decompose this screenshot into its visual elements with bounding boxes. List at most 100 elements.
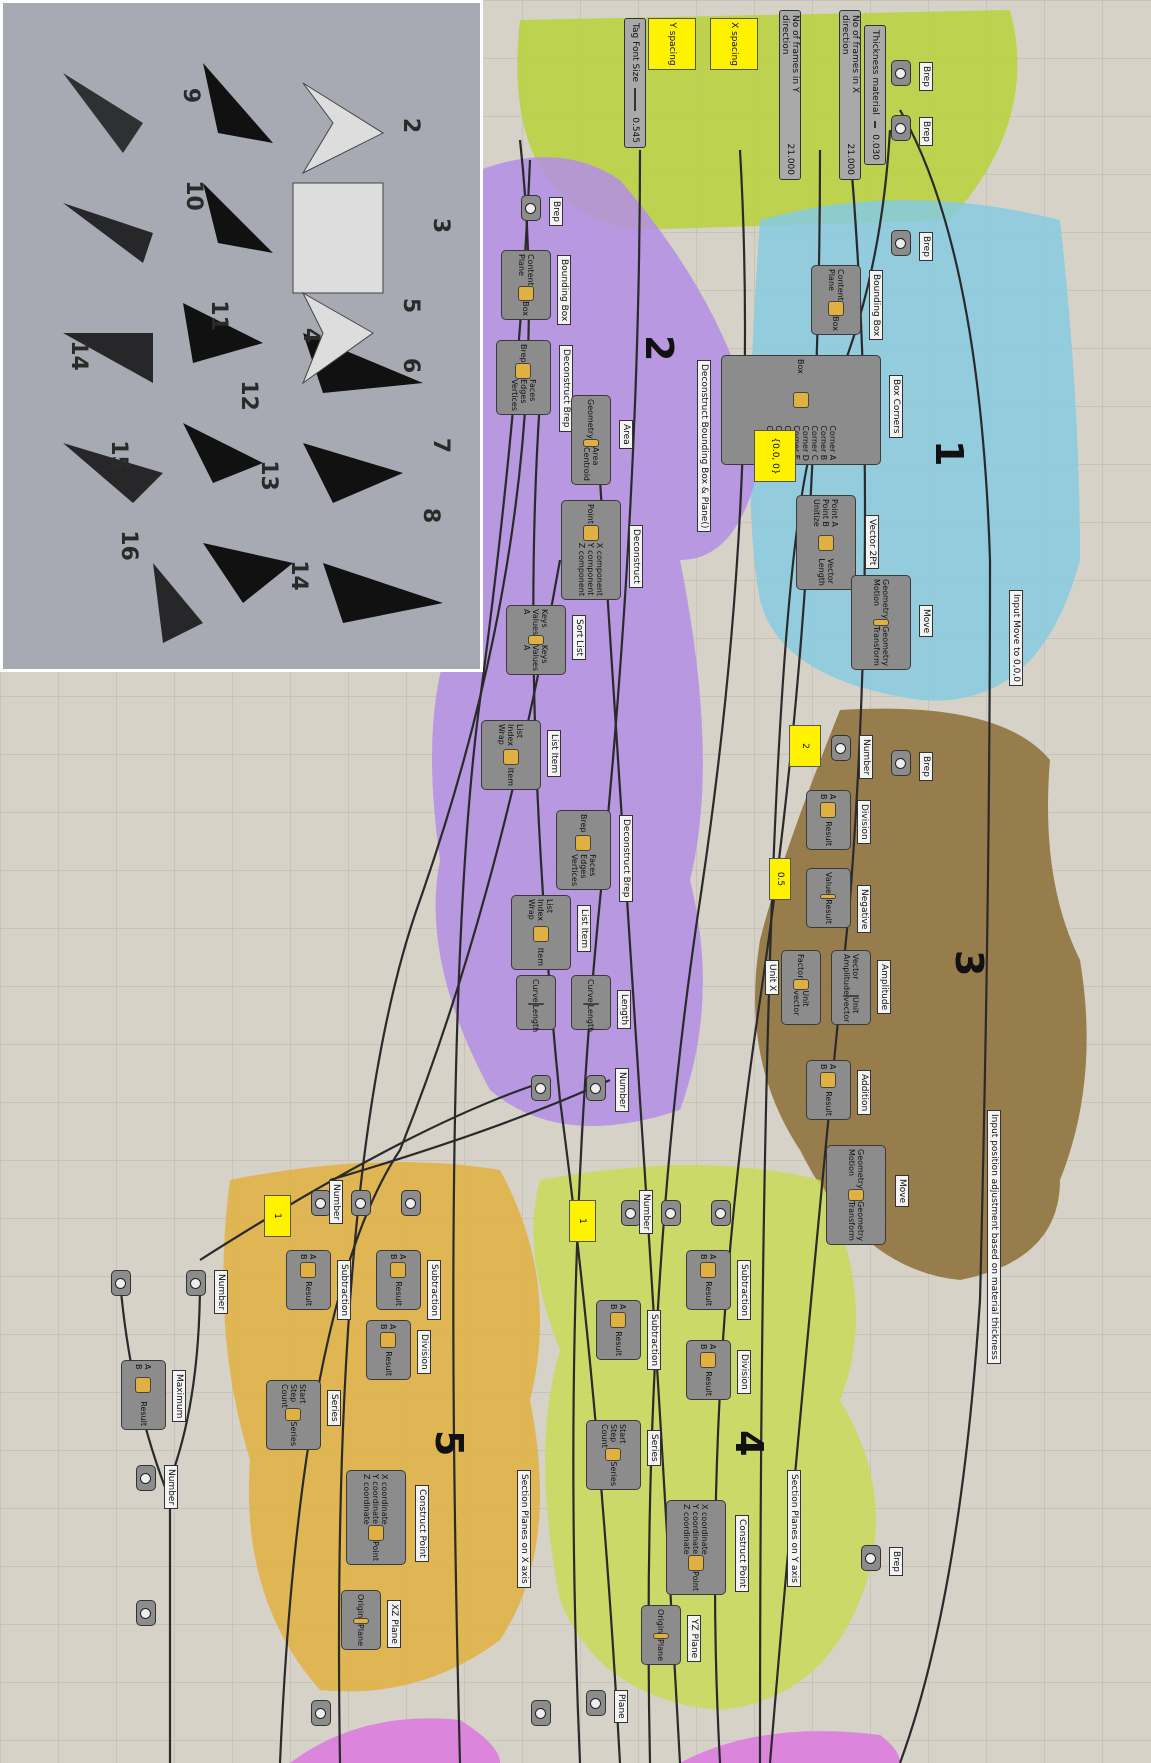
brep-param[interactable] (891, 230, 911, 256)
two-panel[interactable]: 2 (789, 725, 821, 767)
preview-label: 7 (428, 438, 453, 453)
number-param[interactable] (531, 1075, 551, 1101)
number-param[interactable] (186, 1270, 206, 1296)
number-param[interactable] (401, 1190, 421, 1216)
move-tag: Move (919, 605, 933, 637)
number-param[interactable] (136, 1600, 156, 1626)
yz-plane-tag: YZ Plane (687, 1615, 701, 1662)
one-panel[interactable]: 1 (569, 1200, 596, 1242)
zero-point-panel[interactable]: {0.0, 0} (754, 430, 796, 482)
list-icon (503, 749, 519, 765)
number-param[interactable] (136, 1465, 156, 1491)
x-spacing-panel[interactable]: X spacing (710, 18, 758, 70)
move-icon (848, 1189, 864, 1201)
brep-tag: Brep (889, 1547, 903, 1576)
one-panel[interactable]: 1 (264, 1195, 291, 1237)
box-icon (793, 392, 809, 408)
brep-param[interactable] (521, 195, 541, 221)
number-param[interactable] (711, 1200, 731, 1226)
area-icon (583, 439, 599, 447)
number-param[interactable] (351, 1190, 371, 1216)
plane-param[interactable] (586, 1690, 606, 1716)
number-param[interactable] (831, 735, 851, 761)
number-tag: Number (329, 1180, 343, 1224)
subtraction-tag: Subtraction (337, 1260, 351, 1320)
number-param[interactable] (311, 1190, 331, 1216)
division-icon (701, 1352, 717, 1368)
half-panel[interactable]: 0.5 (769, 858, 791, 900)
y-spacing-panel[interactable]: Y spacing (648, 18, 696, 70)
subtraction-icon (391, 1262, 407, 1278)
brep-param[interactable] (861, 1545, 881, 1571)
bounding-box-icon (828, 301, 844, 316)
preview-shapes (3, 3, 483, 672)
brep-param[interactable] (891, 115, 911, 141)
rhino-preview-inset: 2 3 4 5 6 7 8 9 10 11 12 13 14 14 15 16 (0, 0, 483, 672)
vector-icon (818, 535, 834, 551)
slider-value: 21.000 (785, 144, 795, 176)
number-tag: Number (639, 1190, 653, 1234)
plane-param[interactable] (531, 1700, 551, 1726)
plane-param[interactable] (311, 1700, 331, 1726)
number-param[interactable] (661, 1200, 681, 1226)
subtraction-icon (701, 1262, 717, 1278)
group-label-3: 3 (947, 950, 991, 976)
preview-label: 12 (236, 380, 261, 411)
section-y-note: Section Planes on Y axis (787, 1470, 801, 1587)
number-param[interactable] (621, 1200, 641, 1226)
preview-label: 15 (106, 440, 131, 471)
brep-param[interactable] (891, 750, 911, 776)
brep-param[interactable] (891, 60, 911, 86)
subtraction-tag: Subtraction (737, 1260, 751, 1320)
preview-label: 9 (178, 88, 203, 103)
deconstruct-icon (576, 835, 592, 851)
division-icon (821, 802, 837, 818)
number-param[interactable] (586, 1075, 606, 1101)
bounding-box-tag: Bounding Box (557, 255, 571, 325)
maximum-tag: Maximum (172, 1370, 186, 1422)
number-param[interactable] (111, 1270, 131, 1296)
deconstruct-bbox-tag: Deconstruct Bounding Box & Plane() (697, 360, 711, 532)
series-tag: Series (327, 1390, 341, 1426)
construct-point-tag: Construct Point (735, 1515, 749, 1592)
addition-tag: Addition (857, 1070, 871, 1115)
preview-label: 2 (398, 118, 423, 133)
